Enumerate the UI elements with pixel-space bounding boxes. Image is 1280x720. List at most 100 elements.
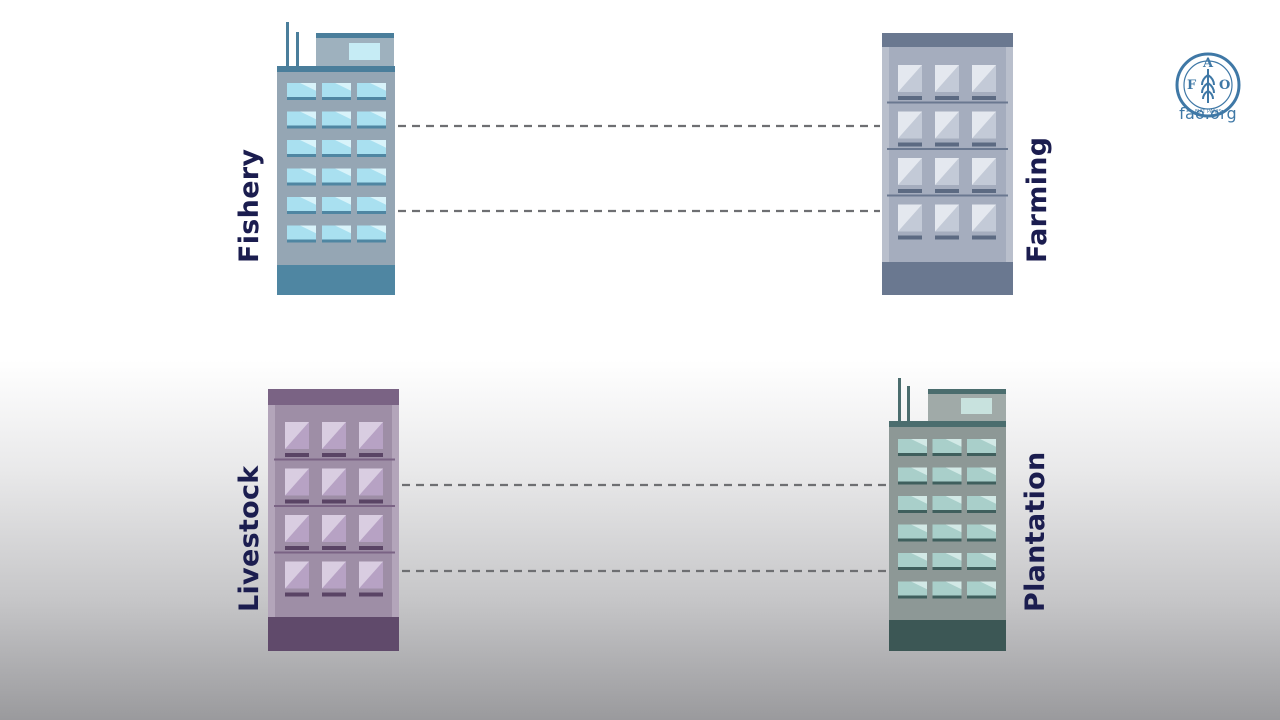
window: [932, 510, 962, 513]
window-glare: [300, 111, 316, 120]
window: [285, 546, 309, 550]
window-glare: [335, 197, 351, 205]
window: [322, 211, 351, 214]
building-base: [889, 620, 1006, 651]
window-glare: [980, 496, 996, 504]
window: [898, 142, 922, 147]
window: [359, 592, 383, 597]
window: [967, 595, 996, 599]
window-glare: [898, 204, 922, 232]
window-glare: [370, 197, 386, 205]
window-glare: [335, 111, 351, 120]
window-glare: [285, 468, 309, 496]
window-glare: [322, 422, 346, 449]
window-glare: [370, 111, 386, 120]
window-glare: [935, 65, 959, 92]
building-base: [277, 265, 395, 295]
window: [359, 499, 383, 504]
fao-logo: F A O FIAT PANIS: [1175, 52, 1241, 118]
window: [932, 538, 962, 542]
floor-divider: [274, 551, 395, 554]
window-glare: [335, 225, 351, 234]
plantation-building: [889, 378, 1006, 651]
window-glare: [945, 581, 962, 590]
window-glare: [911, 553, 927, 561]
window-glare: [335, 83, 351, 91]
livestock-building: [268, 389, 399, 651]
window: [322, 97, 351, 100]
window: [935, 235, 959, 240]
window-glare: [370, 168, 386, 177]
window: [898, 453, 927, 456]
window-glare: [285, 561, 309, 589]
antenna: [907, 386, 910, 423]
window-glare: [322, 515, 346, 542]
window-glare: [300, 168, 316, 177]
window-glare: [322, 561, 346, 589]
window-glare: [322, 468, 346, 496]
window-glare: [285, 422, 309, 449]
window: [357, 182, 386, 186]
window-glare: [359, 422, 383, 449]
window-grid: [287, 83, 386, 243]
window-glare: [370, 83, 386, 91]
antenna: [296, 32, 299, 68]
window-glare: [359, 515, 383, 542]
window-glare: [980, 524, 996, 533]
window-glare: [945, 467, 962, 476]
window: [972, 96, 996, 100]
window-glare: [911, 524, 927, 533]
window: [322, 499, 346, 504]
window-grid: [898, 439, 996, 599]
label-farming: Farming: [1022, 136, 1053, 263]
window: [322, 182, 351, 186]
window: [898, 567, 927, 570]
window: [972, 235, 996, 240]
window-glare: [935, 111, 959, 139]
connector-lines: [398, 124, 887, 573]
window-glare: [945, 553, 962, 561]
window: [932, 481, 962, 485]
antenna: [898, 378, 901, 423]
window: [967, 510, 996, 513]
rooftop-window: [349, 43, 380, 60]
window: [322, 154, 351, 157]
window-glare: [370, 225, 386, 234]
window-glare: [300, 140, 316, 148]
window: [967, 538, 996, 542]
window-glare: [980, 553, 996, 561]
window-glare: [911, 467, 927, 476]
window: [935, 96, 959, 100]
building-base: [882, 262, 1013, 295]
window: [287, 239, 316, 243]
window-glare: [898, 65, 922, 92]
floor-divider: [887, 148, 1008, 150]
window: [359, 546, 383, 550]
building-base: [268, 617, 399, 651]
window-glare: [898, 158, 922, 185]
logo-letter-o: O: [1219, 78, 1230, 93]
window: [287, 97, 316, 100]
window-grid: [274, 422, 395, 597]
window: [357, 125, 386, 129]
window-glare: [300, 225, 316, 234]
window: [285, 453, 309, 457]
window-glare: [972, 158, 996, 185]
window: [932, 453, 962, 456]
window: [322, 453, 346, 457]
window-glare: [300, 197, 316, 205]
label-livestock: Livestock: [234, 465, 265, 612]
window: [967, 567, 996, 570]
floor-divider: [887, 194, 1008, 197]
window-glare: [980, 467, 996, 476]
window: [287, 211, 316, 214]
window: [935, 189, 959, 193]
window: [898, 538, 927, 542]
window-glare: [335, 168, 351, 177]
window-glare: [935, 158, 959, 185]
window: [285, 592, 309, 597]
rooftop-window: [961, 398, 992, 414]
fao-url: fao.org: [1179, 104, 1237, 123]
window: [935, 142, 959, 147]
window: [287, 125, 316, 129]
